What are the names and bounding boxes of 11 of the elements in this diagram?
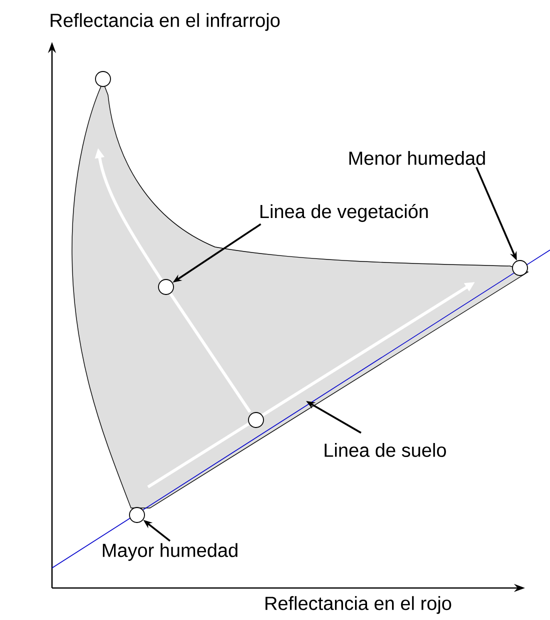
callout-text: Linea de suelo: [324, 443, 446, 457]
point-marker: [95, 71, 111, 87]
point-marker: [158, 279, 174, 295]
point-marker: [129, 507, 145, 523]
callout-text: Mayor humedad: [102, 543, 238, 561]
axis-title: Reflectancia en el infrarrojo: [50, 13, 280, 31]
callout-text: Menor humedad: [349, 151, 485, 165]
callout-text: Linea de vegetación: [260, 204, 428, 222]
point-marker: [248, 412, 264, 428]
axis-title: Reflectancia en el rojo: [266, 596, 452, 614]
point-marker: [512, 260, 528, 276]
